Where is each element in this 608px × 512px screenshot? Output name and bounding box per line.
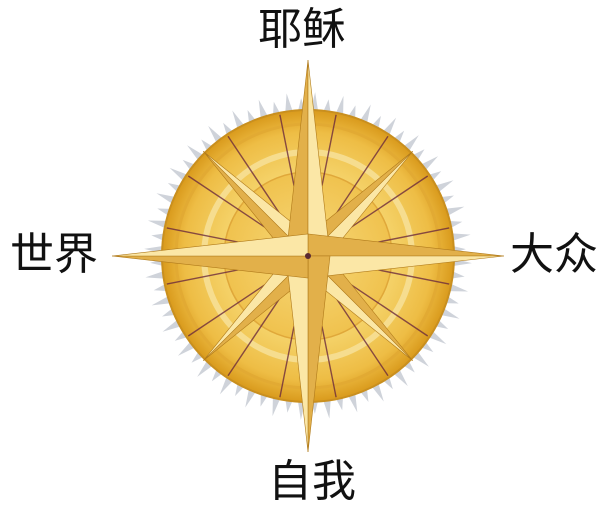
spike (347, 392, 358, 413)
star-point-highlight (111, 233, 309, 257)
label-west: 世界 (10, 229, 98, 280)
star-points (111, 59, 505, 453)
spike (272, 395, 281, 417)
label-north: 耶稣 (258, 4, 346, 55)
spike (151, 295, 172, 306)
spike (447, 283, 469, 292)
spike (258, 99, 269, 120)
center-point (305, 253, 311, 259)
spike (444, 206, 465, 217)
spike (450, 233, 471, 242)
spike (335, 95, 344, 117)
spike (145, 270, 166, 279)
spike (285, 93, 294, 114)
label-east: 大众 (510, 229, 598, 280)
spike (322, 398, 331, 419)
spike (147, 220, 169, 229)
label-south: 自我 (268, 456, 356, 507)
